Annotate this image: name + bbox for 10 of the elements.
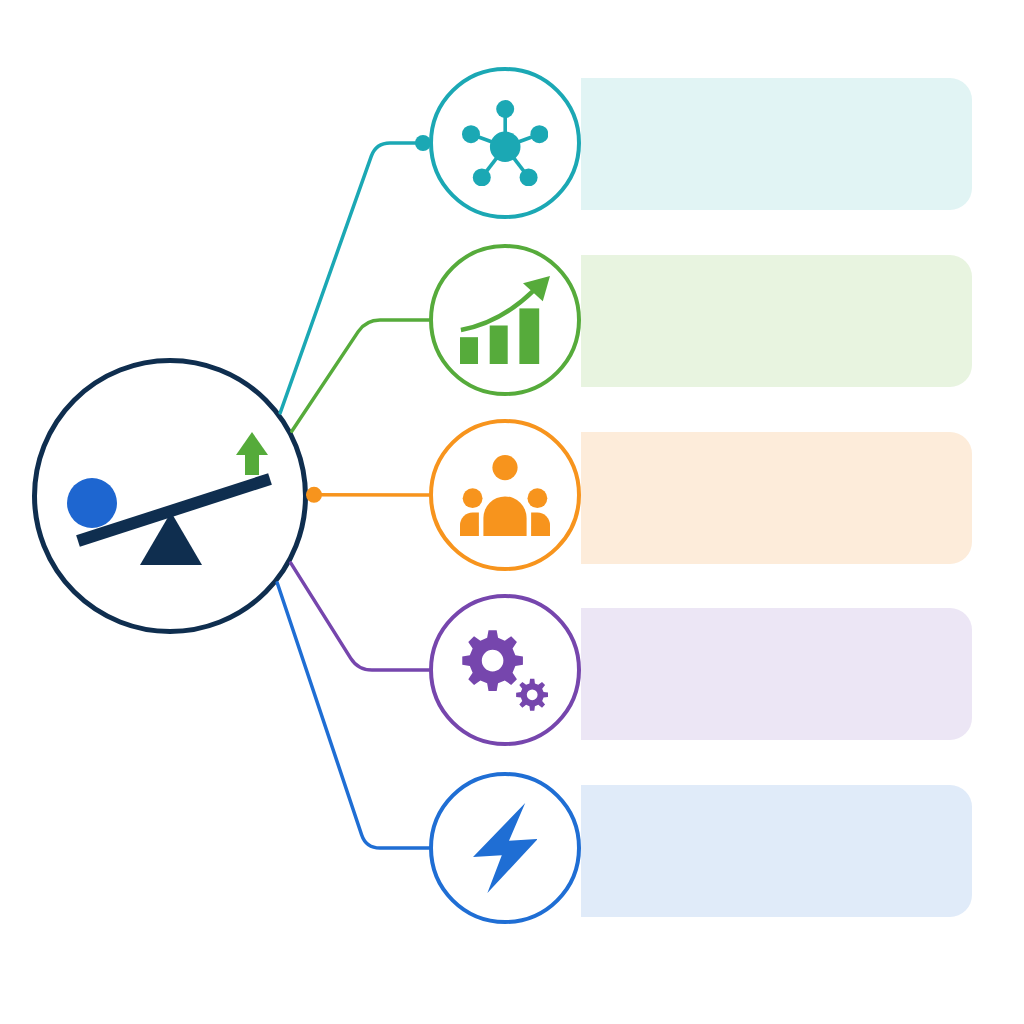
- empty-bar: [581, 255, 972, 387]
- empty-bar: [581, 78, 972, 210]
- connector-line: [306, 486, 431, 503]
- empty-bar: [581, 432, 972, 564]
- empty-bar: [581, 785, 972, 917]
- empty-bar: [581, 608, 972, 740]
- connector-line: [288, 561, 431, 672]
- connector-line: [278, 135, 431, 415]
- connector-line: [275, 581, 431, 850]
- connector-line: [290, 318, 431, 433]
